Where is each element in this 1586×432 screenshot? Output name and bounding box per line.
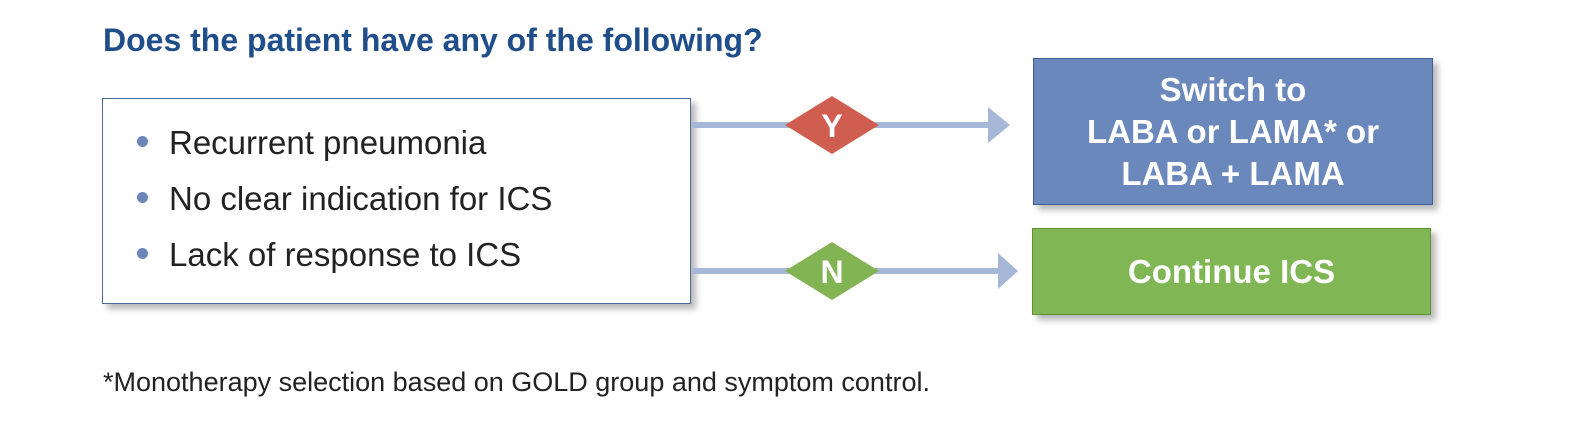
yes-arrowhead-icon [988, 107, 1010, 143]
criteria-item: Lack of response to ICS [103, 231, 690, 287]
footnote: *Monotherapy selection based on GOLD gro… [103, 367, 930, 397]
criteria-box: Recurrent pneumonia No clear indication … [102, 98, 691, 304]
continue-ics-box: Continue ICS [1032, 228, 1431, 315]
yes-diamond [785, 96, 879, 154]
criteria-item: Recurrent pneumonia [103, 119, 690, 175]
switch-line-3: LABA + LAMA [1121, 154, 1345, 192]
continue-ics-label: Continue ICS [1127, 252, 1336, 290]
bullet-icon [137, 136, 148, 147]
criteria-label: No clear indication for ICS [169, 180, 553, 217]
no-arrowhead-icon [998, 253, 1018, 289]
question-heading: Does the patient have any of the followi… [103, 22, 763, 58]
criteria-label: Lack of response to ICS [169, 236, 522, 273]
criteria-list: Recurrent pneumonia No clear indication … [103, 119, 690, 287]
switch-therapy-box: Switch to LABA or LAMA* or LABA + LAMA [1033, 58, 1433, 205]
criteria-label: Recurrent pneumonia [169, 124, 487, 161]
bullet-icon [137, 192, 148, 203]
switch-line-1: Switch to [1159, 70, 1307, 108]
yes-diamond-label: Y [821, 108, 842, 144]
no-diamond [785, 242, 879, 300]
switch-line-2: LABA or LAMA* or [1086, 112, 1380, 150]
no-diamond-label: N [820, 254, 843, 290]
bullet-icon [137, 248, 148, 259]
criteria-item: No clear indication for ICS [103, 175, 690, 231]
